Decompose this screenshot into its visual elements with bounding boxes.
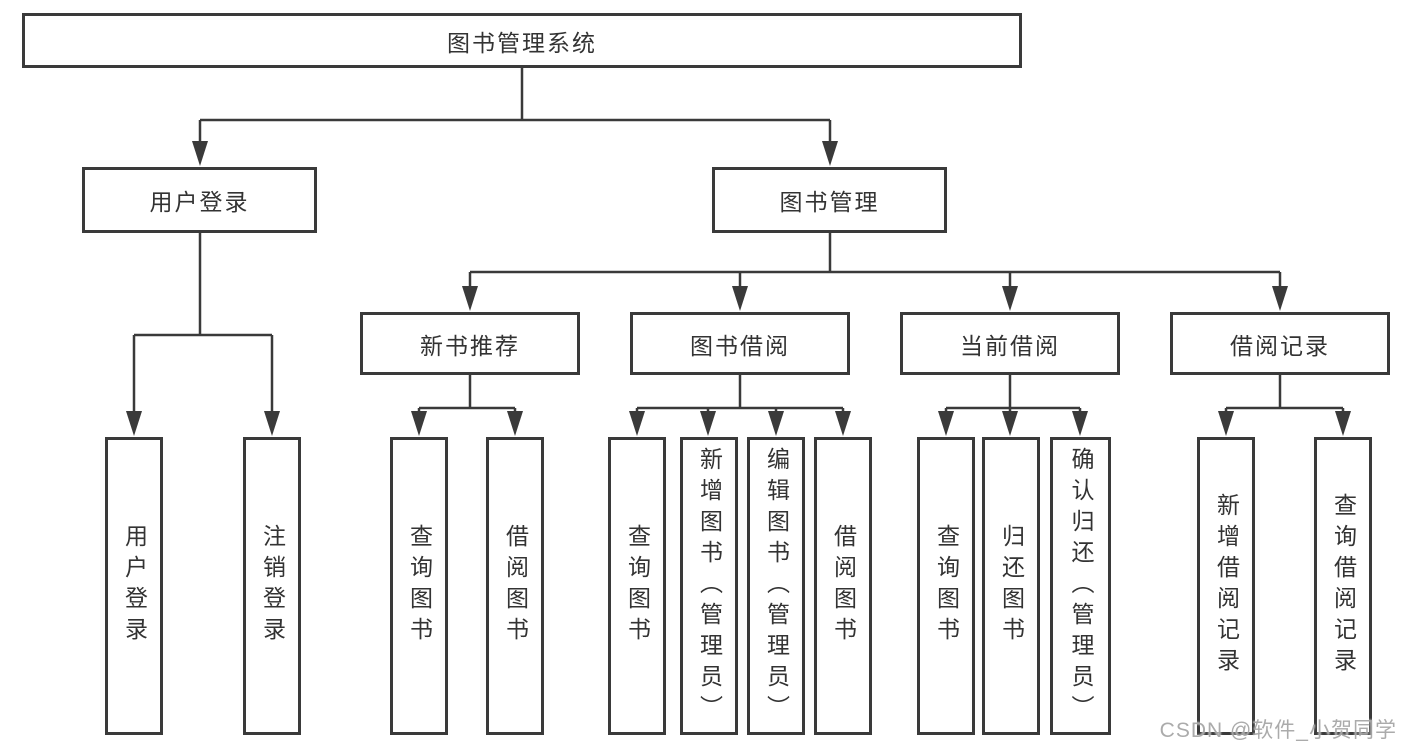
- arrowhead: [264, 411, 280, 436]
- leaf-borrow-books-recommend: 借阅图书: [486, 437, 544, 735]
- node-label: 用户登录: [149, 189, 250, 215]
- node-user-login: 用户登录: [82, 167, 317, 233]
- node-book-borrowing: 图书借阅: [630, 312, 850, 375]
- leaf-query-books-recommend: 查询图书: [390, 437, 448, 735]
- leaf-add-books-admin: 新增图书（管理员）: [680, 437, 738, 735]
- connector-user-login-to-leaves: [132, 233, 274, 414]
- leaf-query-books-current: 查询图书: [917, 437, 975, 735]
- leaf-edit-books-admin: 编辑图书（管理员）: [747, 437, 805, 735]
- connector-borrowing-to-leaves: [635, 375, 845, 414]
- leaf-label: 查询图书: [406, 524, 433, 648]
- arrowhead: [1072, 411, 1088, 436]
- leaf-label: 注销登录: [259, 524, 286, 648]
- leaf-label: 归还图书: [998, 524, 1025, 648]
- leaf-label: 新增借阅记录: [1213, 493, 1240, 679]
- node-book-management: 图书管理: [712, 167, 947, 233]
- leaf-query-borrow-record: 查询借阅记录: [1314, 437, 1372, 735]
- csdn-watermark: CSDN @软件_小贺同学: [1159, 719, 1397, 742]
- arrowhead: [1335, 411, 1351, 436]
- leaf-query-books-borrowing: 查询图书: [608, 437, 666, 735]
- leaf-label: 借阅图书: [830, 524, 857, 648]
- arrowhead: [1002, 411, 1018, 436]
- arrowhead: [700, 411, 716, 436]
- connector-arrowheads: [126, 141, 1351, 436]
- node-label: 图书管理: [779, 189, 880, 215]
- leaf-label: 查询图书: [933, 524, 960, 648]
- leaf-label: 查询借阅记录: [1330, 493, 1357, 679]
- leaf-confirm-return-admin: 确认归还（管理员）: [1050, 437, 1111, 735]
- leaf-return-books: 归还图书: [982, 437, 1040, 735]
- arrowhead: [1218, 411, 1234, 436]
- arrowhead: [126, 411, 142, 436]
- leaf-label: 查询图书: [624, 524, 651, 648]
- arrowhead: [732, 286, 748, 311]
- node-label: 借阅记录: [1230, 332, 1330, 359]
- leaf-label: 新增图书（管理员）: [696, 446, 723, 726]
- arrowhead: [507, 411, 523, 436]
- node-borrowing-records: 借阅记录: [1170, 312, 1390, 375]
- leaf-logout: 注销登录: [243, 437, 301, 735]
- arrowhead: [629, 411, 645, 436]
- leaf-borrow-books: 借阅图书: [814, 437, 872, 735]
- arrowhead: [192, 141, 208, 166]
- node-label: 图书管理系统: [447, 29, 597, 56]
- node-current-borrowing: 当前借阅: [900, 312, 1120, 375]
- arrowhead: [462, 286, 478, 311]
- connector-book-mgmt-to-level3: [468, 233, 1282, 289]
- arrowhead: [411, 411, 427, 436]
- leaf-label: 用户登录: [121, 524, 148, 648]
- node-label: 图书借阅: [690, 332, 790, 359]
- node-new-book-recommendation: 新书推荐: [360, 312, 580, 375]
- arrowhead: [1272, 286, 1288, 311]
- arrowhead: [1002, 286, 1018, 311]
- connector-recommend-to-leaves: [417, 375, 517, 414]
- connector-lines: [132, 68, 1345, 414]
- connector-records-to-leaves: [1224, 375, 1345, 414]
- node-root-library-system: 图书管理系统: [22, 13, 1022, 68]
- arrowhead: [938, 411, 954, 436]
- connector-current-to-leaves: [944, 375, 1082, 414]
- leaf-label: 确认归还（管理员）: [1068, 446, 1094, 726]
- leaf-add-borrow-record: 新增借阅记录: [1197, 437, 1255, 735]
- arrowhead: [835, 411, 851, 436]
- arrowhead: [768, 411, 784, 436]
- node-label: 新书推荐: [420, 332, 520, 359]
- arrowhead: [822, 141, 838, 166]
- leaf-label: 借阅图书: [502, 524, 529, 648]
- leaf-label: 编辑图书（管理员）: [763, 446, 790, 726]
- node-label: 当前借阅: [960, 332, 1060, 359]
- leaf-user-login: 用户登录: [105, 437, 163, 735]
- connector-root-to-level2: [198, 68, 832, 144]
